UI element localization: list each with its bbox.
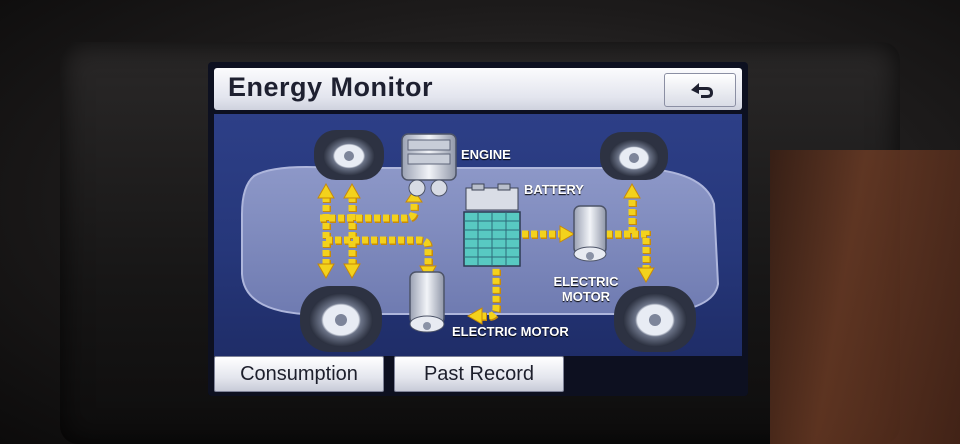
back-button[interactable]: [664, 73, 736, 107]
energy-flow-diagram: ENGINE BATTERY ELECTRIC MOTOR ELECTRIC M…: [214, 114, 742, 356]
wood-trim: [770, 150, 960, 444]
title-bar: Energy Monitor: [214, 68, 742, 110]
bottom-button-bar: Consumption Past Record: [208, 356, 748, 396]
energy-monitor-screen: Energy Monitor: [208, 62, 748, 396]
front-right-wheel-icon: [600, 132, 668, 180]
engine-label: ENGINE: [461, 147, 511, 162]
consumption-button[interactable]: Consumption: [214, 356, 384, 392]
front-electric-motor-icon: [409, 271, 445, 333]
page-title: Energy Monitor: [228, 72, 434, 102]
rear-electric-motor-label: ELECTRIC MOTOR: [536, 274, 636, 304]
rear-motor-label-line2: MOTOR: [561, 289, 611, 304]
rear-electric-motor-icon: [573, 205, 607, 262]
battery-label: BATTERY: [524, 182, 584, 197]
return-arrow-icon: [691, 83, 713, 98]
battery-icon: [463, 183, 521, 267]
rear-left-wheel-icon: [300, 286, 382, 352]
energy-flow-arrows: [317, 182, 655, 325]
engine-icon: [401, 133, 457, 197]
rear-motor-label-line1: ELECTRIC: [553, 274, 619, 289]
front-electric-motor-label: ELECTRIC MOTOR: [452, 324, 569, 339]
front-left-wheel-icon: [314, 130, 384, 180]
past-record-button[interactable]: Past Record: [394, 356, 564, 392]
rear-right-wheel-icon: [614, 286, 696, 352]
